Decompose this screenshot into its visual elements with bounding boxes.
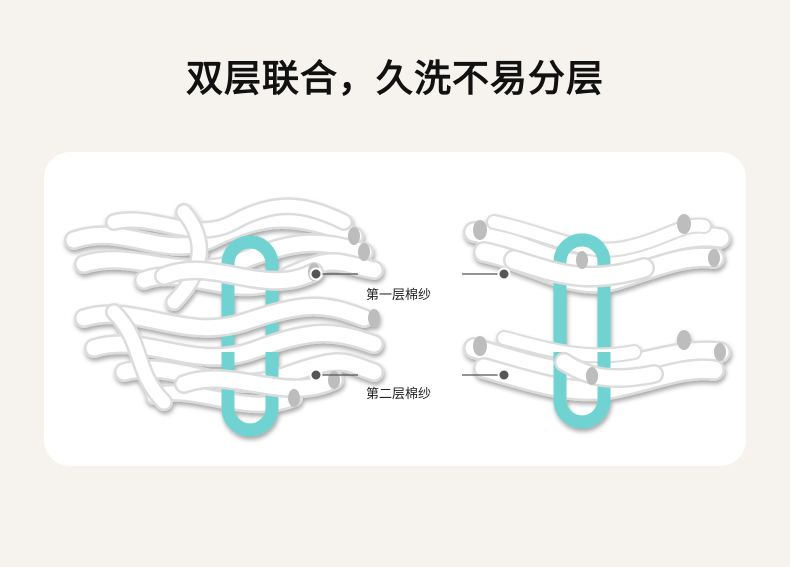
layer1-label: 第一层棉纱 [366,288,432,303]
left-teal-link-bottom [221,352,279,437]
page-title: 双层联合，久洗不易分层 [186,57,604,100]
right-fiber-ends [473,214,726,385]
layer2-label: 第二层棉纱 [366,387,432,402]
illustration-panel: 第一层棉纱 第二层棉纱 [44,152,746,466]
fiber-illustration [64,197,731,437]
left-teal-link-top [221,235,279,302]
pointer-layer1 [309,267,511,281]
right-fiber-group [463,214,731,429]
pointer-layer2 [309,368,511,382]
left-bottom-layer [74,296,384,414]
left-fiber-group [64,197,384,437]
